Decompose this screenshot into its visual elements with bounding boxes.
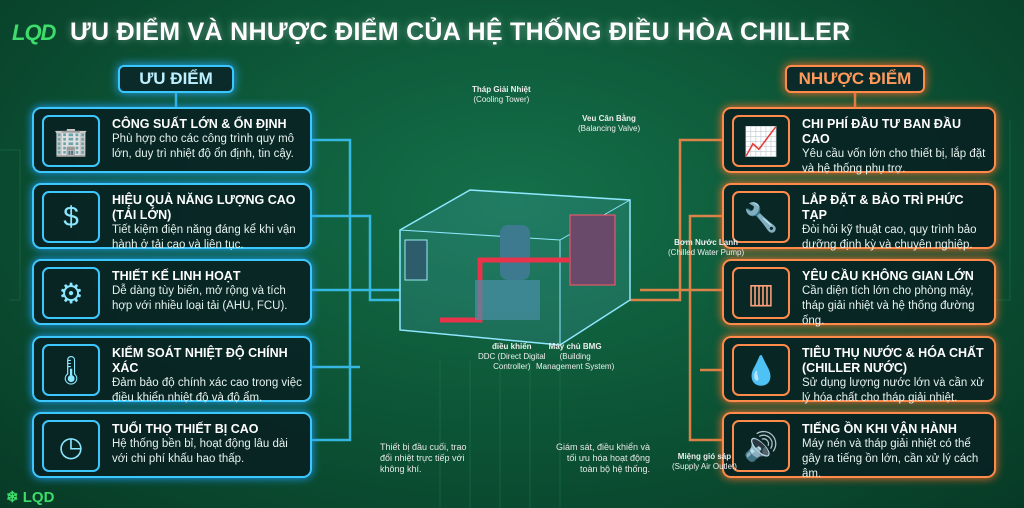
clock-infinity-icon: ◷ [42, 420, 100, 472]
label-chilled-water-pump: Bơm Nước Lạnh(Chilled Water Pump) [668, 238, 745, 257]
speaker-icon: 🔊 [732, 420, 790, 472]
water-drop-icon: 💧 [732, 344, 790, 396]
cabinet-icon: ▥ [732, 267, 790, 319]
battery-dollar-icon: $ [42, 191, 100, 243]
thermometer-icon: 🌡 [42, 344, 100, 396]
tools-icon: 🔧 [732, 191, 790, 243]
pro-card: $ HIỆU QUẢ NĂNG LƯỢNG CAO (TẢI LỚN)Tiết k… [32, 183, 312, 251]
card-description: Hệ thống bền bỉ, hoạt động lâu dài với c… [112, 438, 288, 465]
pros-heading: ƯU ĐIỂM [118, 65, 234, 93]
card-title: HIỆU QUẢ NĂNG LƯỢNG CAO (TẢI LỚN) [112, 193, 296, 222]
card-description: Đòi hỏi kỹ thuật cao, quy trình bảo dưỡn… [802, 224, 977, 251]
card-title: CHI PHÍ ĐẦU TƯ BAN ĐẦU CAO [802, 117, 961, 146]
card-title: KIỂM SOÁT NHIỆT ĐỘ CHÍNH XÁC [112, 346, 288, 375]
card-title: THIẾT KẾ LINH HOẠT [112, 269, 241, 283]
card-description: Máy nén và tháp giải nhiệt có thể gây ra… [802, 438, 979, 480]
card-description: Dễ dàng tùy biến, mở rộng và tích hợp vớ… [112, 285, 288, 312]
card-title: CÔNG SUẤT LỚN & ỔN ĐỊNH [112, 117, 287, 131]
card-description: Cần diện tích lớn cho phòng máy, tháp gi… [802, 285, 975, 327]
card-title: TUỔI THỌ THIẾT BỊ CAO [112, 422, 259, 436]
con-connectors [630, 93, 857, 442]
pro-connectors [174, 93, 400, 442]
card-description: Đảm bảo độ chính xác cao trong việc điều… [112, 377, 302, 404]
building-icon: 🏢 [42, 115, 100, 167]
con-card: 💧 TIÊU THỤ NƯỚC & HÓA CHẤT (CHILLER NƯỚC)… [722, 336, 996, 404]
page-title: ƯU ĐIỂM VÀ NHƯỢC ĐIỂM CỦA HỆ THỐNG ĐIỀU … [70, 18, 851, 46]
note-monitor: Giám sát, điều khiển và tối ưu hóa hoạt … [555, 442, 650, 474]
label-cooling-tower: Tháp Giải Nhiệt(Cooling Tower) [472, 85, 531, 104]
brand-logo: LQD [12, 20, 56, 45]
note-terminal: Thiết bị đầu cuối, trao đổi nhiệt trực t… [380, 442, 467, 474]
card-description: Tiết kiệm điện năng đáng kể khi vận hành… [112, 224, 296, 251]
gears-icon: ⚙ [42, 267, 100, 319]
pro-card: ⚙ THIẾT KẾ LINH HOẠT Dễ dàng tùy biến, mở … [32, 259, 312, 325]
label-supply-air-outlet: Miệng gió sáp(Supply Air Outlet) [672, 452, 737, 471]
coins-chart-icon: 📈 [732, 115, 790, 167]
footer-logo: ❄ LQD [6, 489, 55, 506]
card-description: Sử dụng lượng nước lớn và cần xử lý hóa … [802, 377, 984, 404]
chiller-unit [399, 189, 631, 346]
card-title: TIÊU THỤ NƯỚC & HÓA CHẤT (CHILLER NƯỚC) [802, 346, 984, 375]
card-title: LẮP ĐẶT & BẢO TRÌ PHỨC TẠP [802, 193, 964, 222]
card-description: Yêu cầu vốn lớn cho thiết bị, lắp đặt và… [802, 148, 986, 175]
pro-card: 🏢 CÔNG SUẤT LỚN & ỔN ĐỊNH Phù hợp cho các … [32, 107, 312, 173]
card-description: Phù hợp cho các công trình quy mô lớn, d… [112, 133, 295, 160]
pro-card: ◷ TUỔI THỌ THIẾT BỊ CAO Hệ thống bền bỉ, h… [32, 412, 312, 478]
con-card: ▥ YÊU CẦU KHÔNG GIAN LỚN Cần diện tích lớn… [722, 259, 996, 327]
card-title: TIẾNG ỒN KHI VẬN HÀNH [802, 422, 957, 436]
card-title: YÊU CẦU KHÔNG GIAN LỚN [802, 269, 974, 283]
label-balancing-valve: Veu Cân Bằng(Balancing Valve) [578, 114, 641, 133]
con-card: 🔊 TIẾNG ỒN KHI VẬN HÀNH Máy nén và tháp gi… [722, 412, 996, 480]
cons-heading: NHƯỢC ĐIỂM [785, 65, 925, 93]
